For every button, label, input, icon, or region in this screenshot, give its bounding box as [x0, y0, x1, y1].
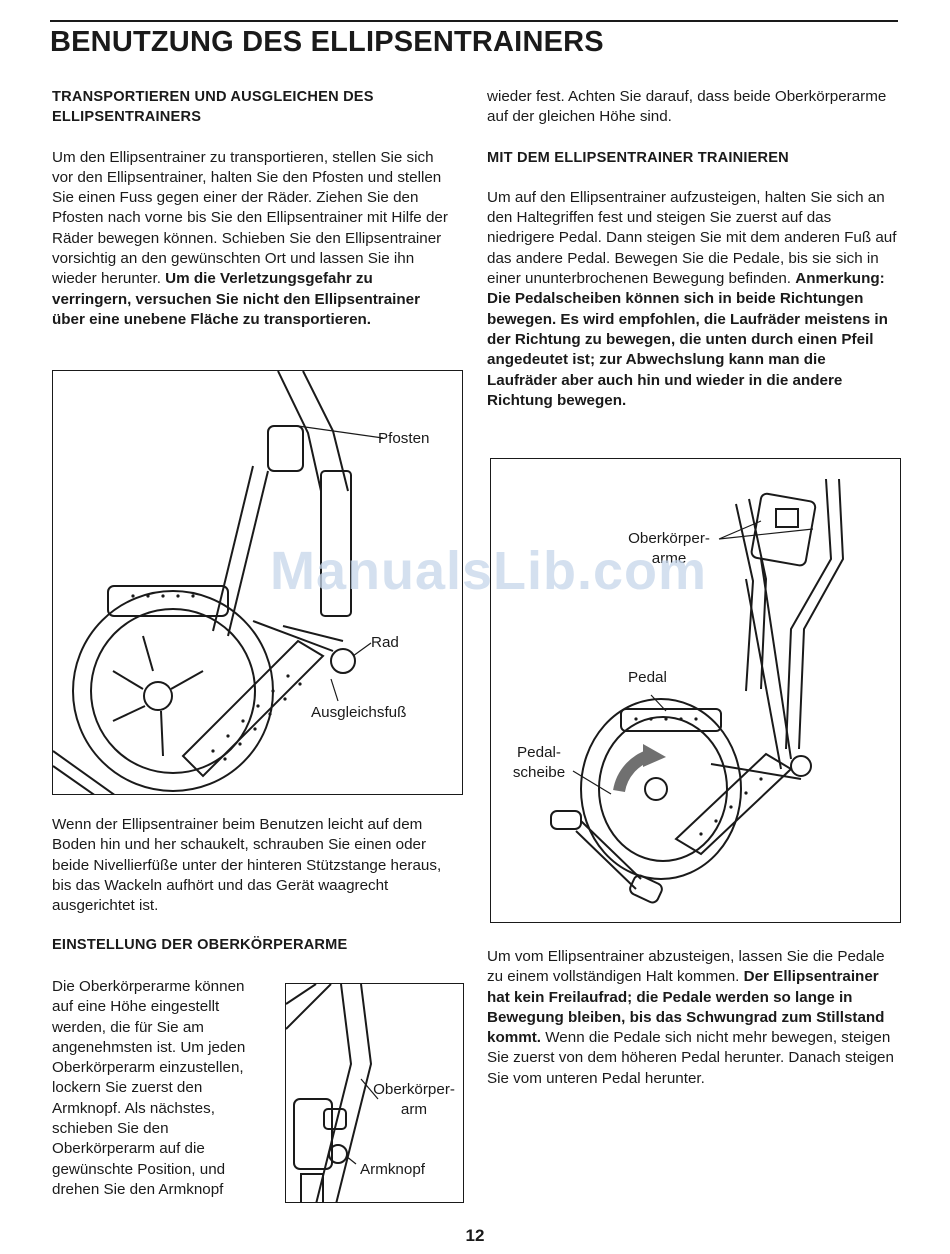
training-note: Anmerkung: Die Pedalscheiben können sich… — [487, 270, 888, 409]
dismount-warning: Der Ellipsentrainer hat kein Freilaufrad… — [487, 968, 885, 1047]
section-heading-arms: EINSTELLUNG DER OBERKÖRPERARME — [52, 937, 348, 954]
page-title: BENUTZUNG DES ELLIPSENTRAINERS — [50, 26, 604, 58]
arm-adjust-continued: wieder fest. Achten Sie darauf, dass bei… — [487, 88, 887, 126]
elliptical-illustration-side — [53, 371, 384, 794]
label-arm: Oberkörper- arm — [373, 1081, 455, 1118]
upper-arm-illustration — [286, 984, 379, 1202]
label-leveling-foot: Ausgleichsfuß — [311, 704, 407, 721]
training-paragraph: Um auf den Ellipsentrainer aufzusteigen,… — [487, 188, 899, 411]
label-pedal-disc: Pedal- scheibe — [512, 744, 566, 781]
transport-text: Um den Ellipsentrainer zu transportieren… — [52, 148, 448, 288]
arm-adjust-paragraph: Die Oberkörperarme können auf eine Höhe … — [52, 978, 246, 1198]
label-post: Pfosten — [378, 430, 430, 447]
section-heading-transport: TRANSPORTIEREN UND AUSGLEICHEN DES ELLIP… — [52, 89, 374, 126]
right-column-top: wieder fest. Achten Sie darauf, dass bei… — [487, 87, 899, 411]
label-upper-arms: Oberkörper- arme — [628, 530, 710, 567]
label-arm-knob: Armknopf — [360, 1161, 425, 1178]
dismount-text-1: Um vom Ellipsentrainer abzusteigen, lass… — [487, 948, 885, 986]
label-pedal: Pedal — [628, 669, 667, 686]
transport-paragraph: Um den Ellipsentrainer zu transportieren… — [52, 148, 452, 331]
figure-transport: Pfosten Rad Ausgleichsfuß — [52, 370, 463, 795]
elliptical-illustration-front — [550, 478, 845, 904]
figure-training: Oberkörper- arme Pedal Pedal- scheibe — [490, 458, 901, 923]
section-heading-training: MIT DEM ELLIPSENTRAINER TRAINIEREN — [487, 149, 789, 166]
transport-warning: Um die Verletzungsgefahr zu verringern, … — [52, 270, 420, 328]
figure-arm-adjust: Oberkörper- arm Armknopf — [285, 983, 464, 1203]
page-number: 12 — [465, 1226, 485, 1245]
leveling-paragraph: Wenn der Ellipsentrainer beim Benutzen l… — [52, 816, 442, 915]
left-column-bottom: Die Oberkörperarme können auf eine Höhe … — [52, 977, 264, 1200]
top-rule — [50, 20, 898, 22]
dismount-text-2: Wenn die Pedale sich nicht mehr bewegen,… — [487, 1029, 894, 1087]
left-column-middle: Wenn der Ellipsentrainer beim Benutzen l… — [52, 815, 457, 956]
dismount-paragraph: Um vom Ellipsentrainer abzusteigen, lass… — [487, 947, 899, 1089]
watermark: ManualsLib.com — [270, 541, 708, 601]
left-column-top: TRANSPORTIEREN UND AUSGLEICHEN DES ELLIP… — [52, 87, 452, 330]
right-column-bottom: Um vom Ellipsentrainer abzusteigen, lass… — [487, 947, 899, 1089]
training-text: Um auf den Ellipsentrainer aufzusteigen,… — [487, 188, 897, 288]
label-wheel: Rad — [371, 634, 399, 651]
